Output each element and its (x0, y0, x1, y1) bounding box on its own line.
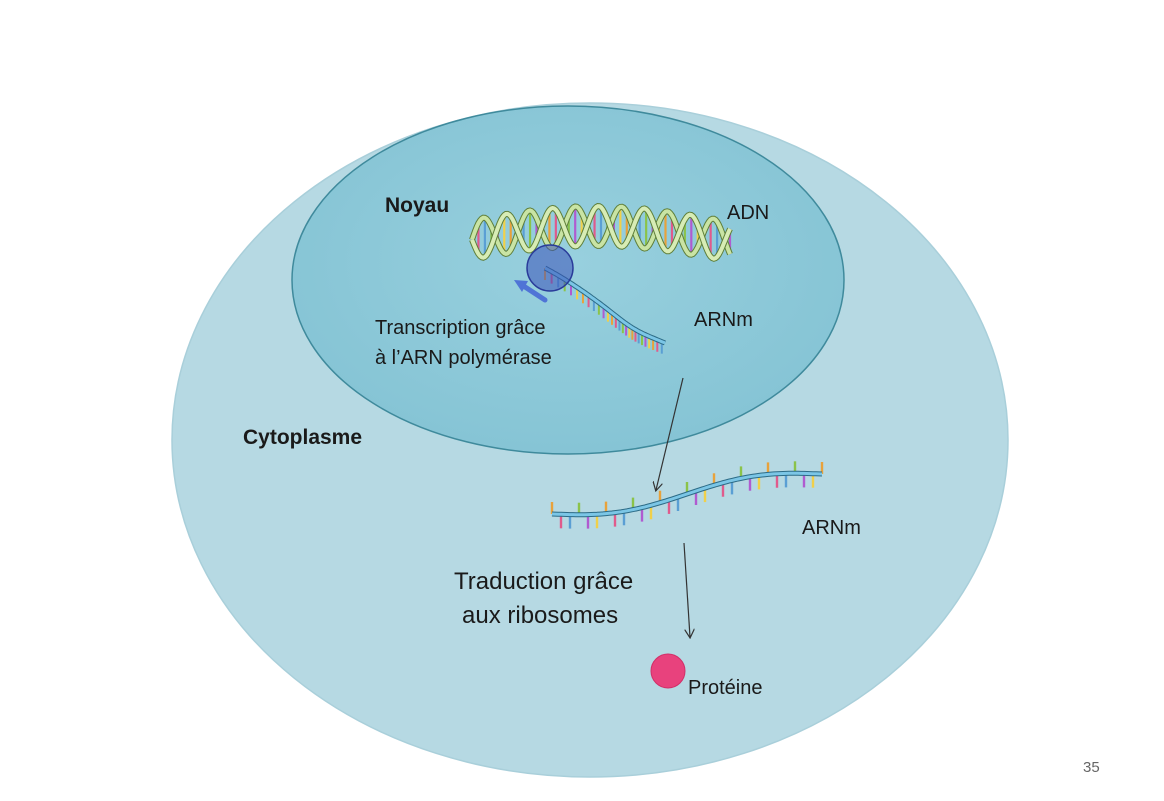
translation-arrow-icon (683, 542, 690, 637)
translation-label-line2: aux ribosomes (462, 602, 619, 629)
page-number: 35 (1083, 759, 1100, 776)
transport-arrow-icon (656, 377, 684, 490)
mrna-nucleus-label: ARNm (694, 309, 753, 331)
transcription-label-line2: à l’ARN polymérase (375, 347, 552, 369)
translation-label-line1: Traduction grâce (454, 568, 634, 595)
cytoplasm-label: Cytoplasme (243, 426, 363, 449)
mrna-cytoplasm-label: ARNm (802, 517, 861, 539)
mrna-strand-cytoplasm (550, 461, 824, 529)
polymerase-arrow-head-icon (514, 280, 528, 292)
protein-icon (650, 653, 686, 689)
nucleus-label: Noyau (385, 194, 450, 217)
transcription-label-line1: Transcription grâce (375, 317, 546, 339)
polymerase-direction-arrow-icon (519, 282, 548, 303)
protein-label: Protéine (688, 677, 763, 699)
dna-helix (469, 203, 733, 262)
dna-label: ADN (727, 202, 770, 224)
rna-polymerase-icon (526, 244, 574, 292)
